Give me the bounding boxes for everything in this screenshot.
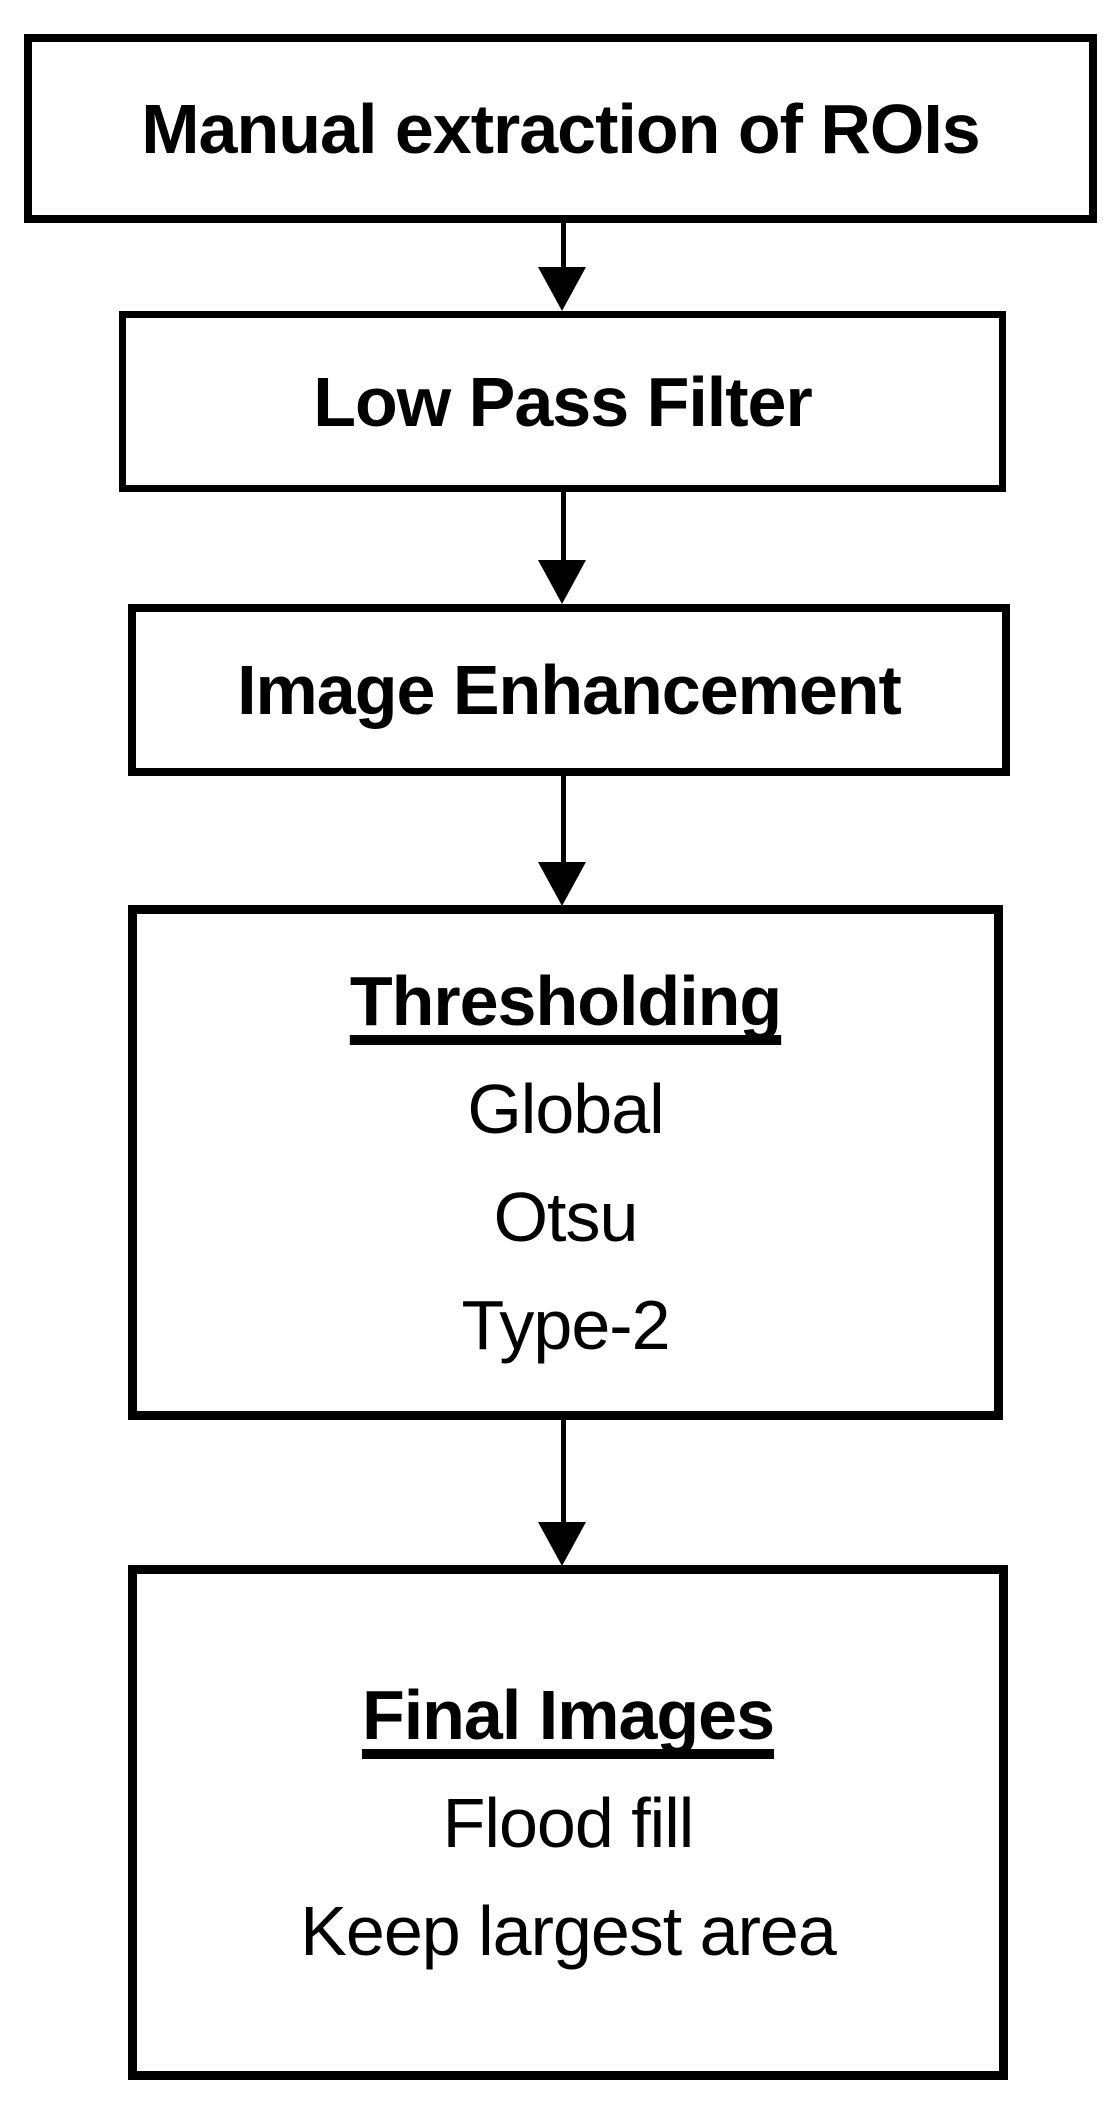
node-subitem: Keep largest area [300, 1891, 837, 1970]
node-label: Image Enhancement [237, 651, 902, 729]
node-subitem: Type-2 [461, 1285, 671, 1364]
node-label: Low Pass Filter [313, 362, 812, 441]
connector-line [561, 776, 566, 864]
connector-line [561, 223, 566, 269]
node-final-images: Final Images Flood fill Keep largest are… [128, 1565, 1008, 2080]
node-image-enhancement: Image Enhancement [128, 604, 1010, 776]
node-low-pass-filter: Low Pass Filter [119, 311, 1006, 492]
connector-line [561, 1420, 566, 1524]
node-subitem: Global [467, 1069, 664, 1148]
node-title: Thresholding [349, 961, 782, 1040]
node-subitem: Otsu [493, 1177, 639, 1256]
arrowhead-down-icon [538, 560, 586, 604]
arrowhead-down-icon [538, 267, 586, 311]
node-label: Manual extraction of ROIs [141, 89, 980, 168]
arrowhead-down-icon [538, 1522, 586, 1566]
node-subitem: Flood fill [442, 1783, 695, 1862]
node-title: Final Images [361, 1675, 775, 1754]
node-manual-extraction: Manual extraction of ROIs [24, 34, 1097, 223]
arrowhead-down-icon [538, 862, 586, 906]
connector-line [561, 492, 566, 562]
node-thresholding: Thresholding Global Otsu Type-2 [128, 905, 1003, 1420]
